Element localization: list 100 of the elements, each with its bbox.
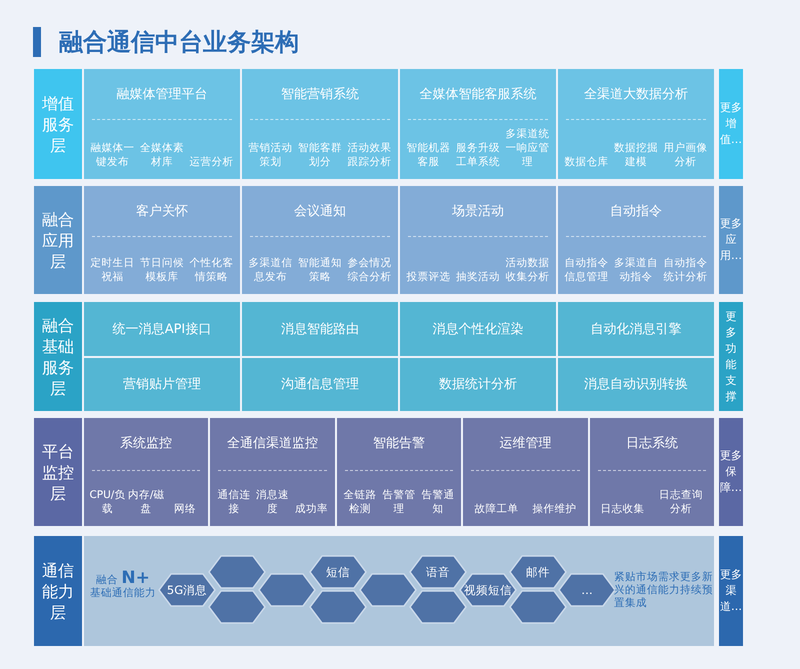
feature-label: 全媒体素材库	[139, 141, 185, 169]
module-title: 全通信渠道监控	[226, 435, 320, 452]
module-card	[84, 69, 240, 179]
service-cell: 消息智能路由	[242, 302, 398, 356]
module-title: 智能告警	[372, 435, 426, 452]
more-tab: 更多渠道…	[719, 536, 743, 646]
capability-caption: 融合 N+基础通信能力	[89, 572, 157, 600]
feature-label: 成功率	[294, 502, 329, 516]
service-cell: 消息个性化渲染	[400, 302, 556, 356]
module-card	[463, 418, 588, 526]
module-title: 运维管理	[498, 435, 552, 452]
feature-label: 数据仓库	[564, 155, 610, 169]
feature-label: 抽奖活动	[455, 270, 501, 284]
channel-label: 邮件	[525, 565, 551, 579]
feature-label: 自动指令统计分析	[662, 256, 708, 284]
feature-label: 参会情况综合分析	[346, 256, 392, 284]
channel-hexagon	[359, 573, 417, 607]
channel-label: 视频短信	[463, 583, 513, 597]
service-cell: 营销贴片管理	[84, 358, 240, 411]
feature-label: 日志收集	[600, 502, 646, 516]
feature-label: 投票评选	[406, 270, 452, 284]
channel-hexagon	[509, 555, 567, 589]
page-title: 融合通信中台业务架构	[33, 27, 299, 57]
more-tab: 更多功能支撑	[719, 302, 743, 411]
module-card	[400, 186, 556, 294]
feature-label: 运营分析	[188, 155, 234, 169]
channel-hexagon	[459, 573, 517, 607]
module-title: 融媒体管理平台	[116, 86, 208, 103]
feature-label: 融媒体一键发布	[90, 141, 136, 169]
feature-label: 智能机器客服	[406, 141, 452, 169]
feature-label: 网络	[172, 502, 197, 516]
channel-hexagon	[309, 590, 367, 624]
feature-label: 用户画像分析	[662, 141, 708, 169]
feature-label: 自动指令信息管理	[564, 256, 610, 284]
service-cell: 统一消息API接口	[84, 302, 240, 356]
module-title: 会议通知	[293, 203, 347, 220]
channel-hexagon	[509, 590, 567, 624]
feature-label: 智能客群划分	[297, 141, 343, 169]
feature-label: 全链路检测	[342, 488, 378, 516]
module-card	[558, 186, 714, 294]
channel-label: 语音	[425, 565, 451, 579]
module-title: 全渠道大数据分析	[583, 86, 689, 103]
module-title: 系统监控	[119, 435, 174, 452]
module-card	[210, 418, 335, 526]
layer-label: 通信能力层	[34, 536, 82, 646]
layer-label: 融合应用层	[34, 186, 82, 294]
service-cell: 消息自动识别转换	[558, 358, 714, 411]
channel-hexagon	[558, 573, 616, 607]
module-title: 场景活动	[451, 203, 505, 220]
channel-label: …	[580, 583, 594, 597]
more-tab: 更多应用…	[719, 186, 743, 294]
module-card	[336, 418, 462, 526]
channel-hexagon	[258, 573, 316, 607]
module-title: 智能营销系统	[280, 86, 360, 103]
feature-label: 数据挖掘建模	[613, 141, 659, 169]
feature-label: 活动效果跟踪分析	[346, 141, 392, 169]
module-title: 自动指令	[609, 203, 663, 220]
layer-label: 平台监控层	[34, 418, 82, 526]
feature-label: 定时生日祝福	[90, 256, 136, 284]
module-card	[558, 69, 714, 179]
feature-label: 通信连接	[216, 488, 252, 516]
feature-label: 节日问候模板库	[139, 256, 185, 284]
module-title: 客户关怀	[135, 203, 189, 220]
feature-label: 营销活动策划	[248, 141, 294, 169]
channel-hexagon	[208, 590, 266, 624]
feature-label: 个性化客情策略	[188, 256, 234, 284]
module-card	[400, 69, 556, 179]
feature-label: 内存/磁盘	[126, 488, 166, 516]
module-card	[84, 418, 208, 526]
note-text: 紧贴市场需求更多新兴的通信能力持续预置集成	[614, 571, 714, 610]
more-tab: 更多保障…	[719, 418, 743, 526]
feature-label: 故障工单	[474, 502, 519, 516]
module-title: 日志系统	[624, 435, 679, 452]
layer-label: 增值服务层	[34, 69, 82, 179]
feature-label: 服务升级工单系统	[455, 141, 501, 169]
feature-label: 多渠道统一响应管理	[504, 127, 550, 169]
feature-label: 操作维护	[532, 502, 578, 516]
layer-label: 融合基础服务层	[34, 302, 82, 411]
module-card	[84, 186, 240, 294]
feature-label: 日志查询分析	[658, 488, 704, 516]
service-cell: 自动化消息引擎	[558, 302, 714, 356]
channel-hexagon	[158, 573, 216, 607]
service-cell: 沟通信息管理	[242, 358, 398, 411]
service-cell: 数据统计分析	[400, 358, 556, 411]
channel-label: 短信	[325, 565, 351, 579]
channel-label: 5G消息	[166, 583, 208, 597]
channel-hexagon	[208, 555, 266, 589]
feature-label: 多渠道自动指令	[613, 256, 659, 284]
feature-label: 告警管理	[381, 488, 416, 516]
more-tab: 更多增值…	[719, 69, 743, 179]
module-card	[242, 186, 398, 294]
feature-label: 活动数据收集分析	[504, 256, 550, 284]
feature-label: 告警通知	[420, 488, 456, 516]
feature-label: 多渠道信息发布	[248, 256, 294, 284]
module-title: 全媒体智能客服系统	[418, 86, 538, 103]
channel-hexagon	[309, 555, 367, 589]
feature-label: 消息速度	[255, 488, 290, 516]
module-card	[590, 418, 714, 526]
module-card	[242, 69, 398, 179]
feature-label: CPU/负载	[88, 488, 126, 516]
